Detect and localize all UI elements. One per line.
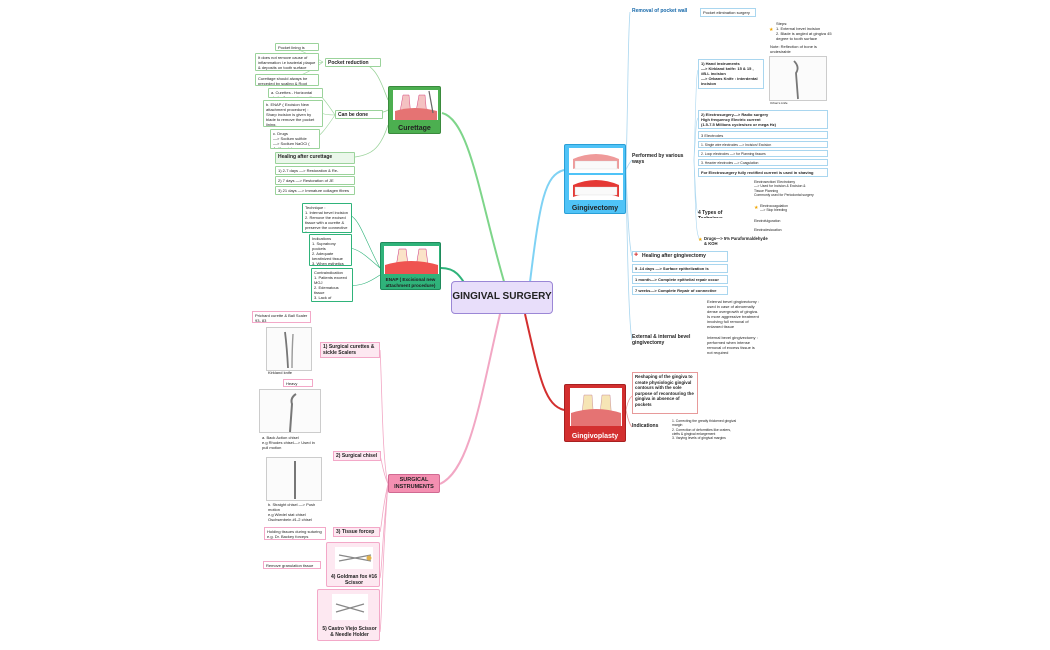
can-be-done-using-label[interactable]: Can be done using	[335, 110, 383, 119]
enap-technique[interactable]: Technique : 1. Internal bevel incision 2…	[302, 203, 352, 233]
enap-indications[interactable]: Indications 1. Suprabony pockets 2. Adeq…	[309, 234, 352, 266]
method-enap[interactable]: b. ENAP ( Excision New attachment proced…	[263, 100, 323, 127]
orbans-knife-image	[769, 56, 827, 101]
instrument-1-note-3[interactable]: Heavy curette	[283, 379, 313, 387]
gingivoplasty-indications-title[interactable]: Indications	[632, 423, 659, 429]
instrument-2-label[interactable]: 2) Surgical chisel	[333, 451, 381, 461]
instrument-2-note-2: b. Straight chisel —> Push motion e.g Wi…	[268, 502, 316, 522]
central-topic[interactable]: GINGIVAL SURGERY	[451, 281, 553, 314]
gingivoplasty-illustration	[570, 388, 622, 426]
gingivectomy-illustration	[569, 148, 623, 200]
electrosurgery[interactable]: 2) Electrosurgery—> Radio surgery High f…	[698, 110, 828, 129]
star-icon: ★	[769, 27, 774, 33]
instrument-1-label[interactable]: 1) Surgical curettes & sickle Scalers	[320, 342, 380, 358]
note-reflection: Note: Reflection of bone is undesirable	[770, 44, 817, 54]
bevel-gingivectomy[interactable]: External & internal bevel gingivectomy	[632, 334, 691, 347]
gingivectomy-title: Gingivectomy	[571, 205, 619, 212]
bevel-internal[interactable]: Internal bevel gingivectomy : performed …	[704, 333, 764, 365]
back-action-chisel-image	[259, 389, 321, 433]
star-icon-2: ★	[754, 205, 759, 211]
pocket-note-2[interactable]: It does not remove cause of inflammation…	[255, 53, 319, 71]
curettage-healing-2[interactable]: 2) 7 days —> Restoration of JE	[275, 176, 355, 185]
enap-title: ENAP ( Excisional new attachment procedu…	[385, 277, 436, 288]
removal-note[interactable]: Pocket elimination surgery	[700, 8, 756, 17]
scissor-icon	[335, 547, 373, 569]
technique-4: Electrodesiccation	[754, 228, 782, 232]
kirkland-knife-image	[266, 327, 312, 371]
healing-icon: ✚	[634, 252, 639, 258]
curettage-healing-3[interactable]: 3) 21 days —> Immature collagen fibres a…	[275, 186, 355, 195]
chisel-icon	[289, 393, 297, 433]
curettage-node[interactable]: Curettage	[388, 86, 441, 134]
pocket-note-1[interactable]: Pocket lining is removed	[275, 43, 319, 51]
method-curettes[interactable]: a. Curettes - Horizontal stroke & scoopi…	[268, 88, 323, 98]
gingivectomy-steps: Steps: 1. External bevel incision 2. Bla…	[776, 21, 832, 41]
curettage-illustration	[393, 90, 438, 120]
orbans-knife-label: Orban's knife	[770, 102, 788, 105]
curettage-healing-1[interactable]: 1) 2-7 days —> Restoration & Re-epitheli…	[275, 166, 355, 175]
instrument-2-note-1[interactable]: a. Back Action chisel e.g Rhodes chisel—…	[259, 433, 321, 453]
star-icon-3: ★	[698, 237, 703, 243]
gingivoplasty-node[interactable]: Gingivoplasty	[564, 384, 626, 442]
curettage-healing-title[interactable]: Healing after curettage	[275, 152, 355, 164]
pocket-reduction-label[interactable]: Pocket reduction surgery	[325, 58, 381, 67]
curettage-title: Curettage	[398, 125, 431, 132]
orbans-knife-icon	[793, 60, 799, 100]
electrode-1[interactable]: 1. Single wire electrodes —> Incision/ E…	[698, 141, 828, 148]
drugs[interactable]: Drugs—> 5% Paraformaldehyde & KOH	[704, 236, 768, 247]
enap-contraindications[interactable]: Contraindication 1. Patients exceed MGJ …	[311, 268, 353, 302]
instrument-4-label: 4) Goldman fox #16 Scissor	[330, 574, 378, 587]
types-of-technique[interactable]: 4 Types of Technique	[698, 210, 723, 218]
gingivectomy-healing-2[interactable]: 1 month—> Complete epithelial repair occ…	[632, 275, 728, 284]
enap-node[interactable]: ENAP ( Excisional new attachment procedu…	[380, 242, 441, 290]
performed-various-ways[interactable]: Performed by various ways	[632, 153, 684, 166]
bevel-external[interactable]: External bevel gingivectomy : used in ca…	[704, 297, 764, 329]
gingivoplasty-definition[interactable]: Reshaping of the gingiva to create physi…	[632, 372, 698, 414]
gingivoplasty-title: Gingivoplasty	[571, 433, 619, 440]
enap-illustration	[384, 246, 439, 274]
method-drugs[interactable]: c. Drugs —> Sodium sulfide —> Sodium NaO…	[270, 129, 320, 149]
instrument-4-note[interactable]: Remove granulation tissue	[263, 561, 321, 569]
instrument-1-note-1[interactable]: Prichard curette & Ball Scaler 93- 83	[252, 311, 311, 323]
technique-1: Electrosection/ Electrotomy —> Used for …	[754, 180, 814, 197]
instrument-4-node[interactable]: 4) Goldman fox #16 Scissor	[326, 542, 380, 587]
surgical-instruments-node[interactable]: SURGICAL INSTRUMENTS	[388, 474, 440, 493]
electrode-3[interactable]: 3. Heavier electrodes —> Coagulation	[698, 159, 828, 166]
removal-pocket-wall[interactable]: Removal of pocket wall	[632, 8, 688, 14]
needle-holder-icon	[332, 594, 368, 620]
instrument-1-note-2: Kirkland knife	[268, 370, 293, 375]
gingivectomy-healing-3[interactable]: 7 weeks—> Complete Repair of connective …	[632, 286, 728, 295]
electrode-2[interactable]: 2. Loop electrodes —> for Planning tissu…	[698, 150, 828, 157]
gingivectomy-healing-1[interactable]: 5 -14 days —> Surface epithelization is …	[632, 264, 728, 273]
electro-note[interactable]: For Electrosurgery fully rectified curre…	[698, 168, 828, 177]
straight-chisel-image	[266, 457, 322, 501]
technique-2: Electrocoagulation —> Stop bleeding	[760, 204, 788, 213]
straight-chisel-icon	[294, 461, 296, 499]
hand-instruments[interactable]: 1) Hand instruments —> Kirkland knife: 1…	[698, 59, 764, 89]
electrodes-title[interactable]: 3 Electrodes	[698, 131, 828, 139]
technique-3: Electrofulguration	[754, 219, 781, 223]
instrument-3-note[interactable]: Holding tissues during suturing e.g. Dr.…	[264, 527, 326, 540]
gingivectomy-healing-title[interactable]: Healing after gingivectomy	[632, 251, 728, 262]
pocket-note-3[interactable]: Curettage should always be preceded by s…	[255, 74, 319, 86]
gingivectomy-node[interactable]: Gingivectomy	[564, 144, 626, 214]
kirkland-knife-icon	[284, 331, 294, 369]
instrument-3-label[interactable]: 3) Tissue forcep	[333, 527, 380, 537]
gingivoplasty-indications: 1. Correcting the greatly thickened ging…	[672, 419, 737, 440]
instrument-5-label: 5) Castro Viejo Scissor & Needle Holder	[322, 626, 377, 639]
instrument-5-node[interactable]: 5) Castro Viejo Scissor & Needle Holder	[317, 589, 380, 641]
